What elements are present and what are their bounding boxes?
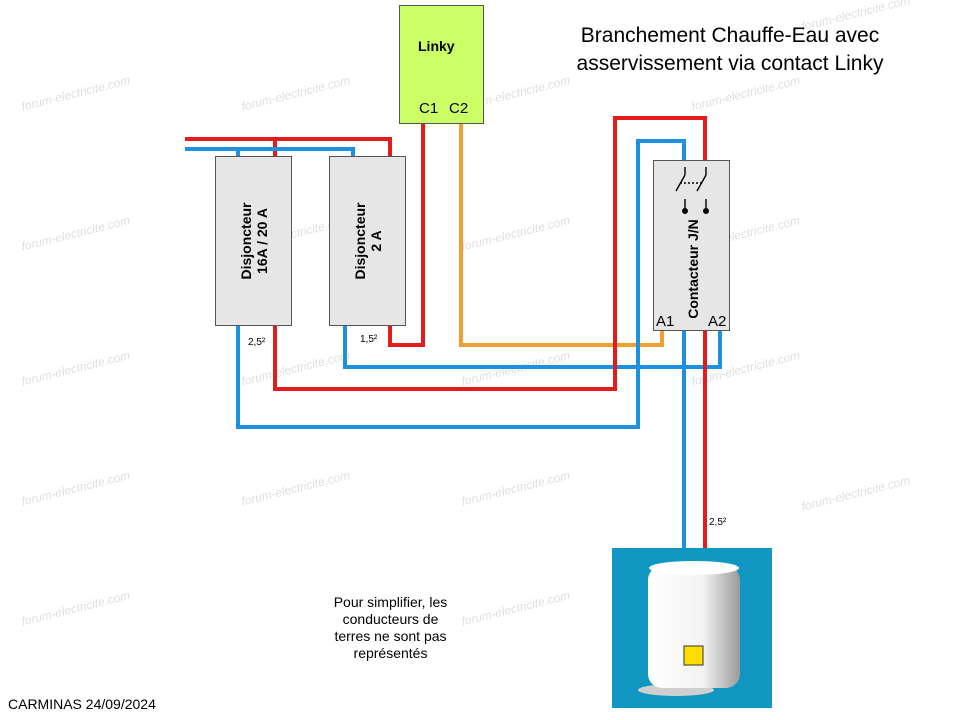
breaker-main-label: Disjoncteur 16A / 20 A — [238, 202, 270, 279]
breaker-small-label: Disjoncteur 2 A — [352, 202, 384, 279]
title-line-1: Branchement Chauffe-Eau avec — [580, 24, 880, 47]
diagram-title: Branchement Chauffe-Eau avec asservissem… — [530, 22, 930, 78]
linky-meter: Linky C1 C2 — [399, 5, 484, 124]
contactor-switch-symbol — [675, 167, 710, 215]
breaker-main-label-line-1: Disjoncteur — [237, 202, 254, 280]
breaker-main-label-line-2: 16A / 20 A — [253, 208, 270, 274]
linky-terminal-c2: C2 — [449, 100, 469, 117]
main-neutral-wire — [236, 139, 686, 429]
note-line-3: terres ne sont pas — [334, 628, 447, 644]
title-line-2: asservissement via contact Linky — [576, 52, 884, 75]
coil-neutral-wire — [343, 326, 722, 369]
linky-label: Linky — [418, 38, 455, 54]
breaker-main-wire-section: 2,5² — [248, 337, 266, 348]
contactor-label: Contacteur J/N — [685, 219, 701, 319]
contactor: Contacteur J/N — [653, 160, 730, 331]
linky-c2-control-wire — [459, 124, 664, 347]
incoming-neutral-wire — [185, 147, 355, 156]
breaker-small-label-line-1: Disjoncteur — [351, 202, 368, 280]
heater-wire-section: 2,5² — [709, 517, 727, 528]
contactor-terminal-a1: A1 — [656, 313, 675, 330]
linky-c1-phase-wire — [388, 124, 425, 347]
note-line-2: conducteurs de — [342, 611, 439, 627]
main-phase-wire — [273, 116, 707, 391]
breaker-main: Disjoncteur 16A / 20 A — [215, 156, 292, 326]
water-heater-icon — [638, 561, 740, 696]
note-line-1: Pour simplifier, les — [333, 594, 448, 610]
breaker-small-label-line-2: 2 A — [367, 230, 384, 252]
water-heater — [612, 548, 772, 708]
ground-conductor-note: Pour simplifier, les conducteurs de terr… — [318, 594, 463, 662]
breaker-small: Disjoncteur 2 A — [329, 156, 406, 326]
author-credit: CARMINAS 24/09/2024 — [8, 696, 156, 712]
note-line-4: représentés — [353, 645, 428, 661]
breaker-small-wire-section: 1,5² — [360, 334, 378, 345]
contactor-terminal-a2: A2 — [708, 313, 727, 330]
linky-terminal-c1: C1 — [419, 100, 439, 117]
